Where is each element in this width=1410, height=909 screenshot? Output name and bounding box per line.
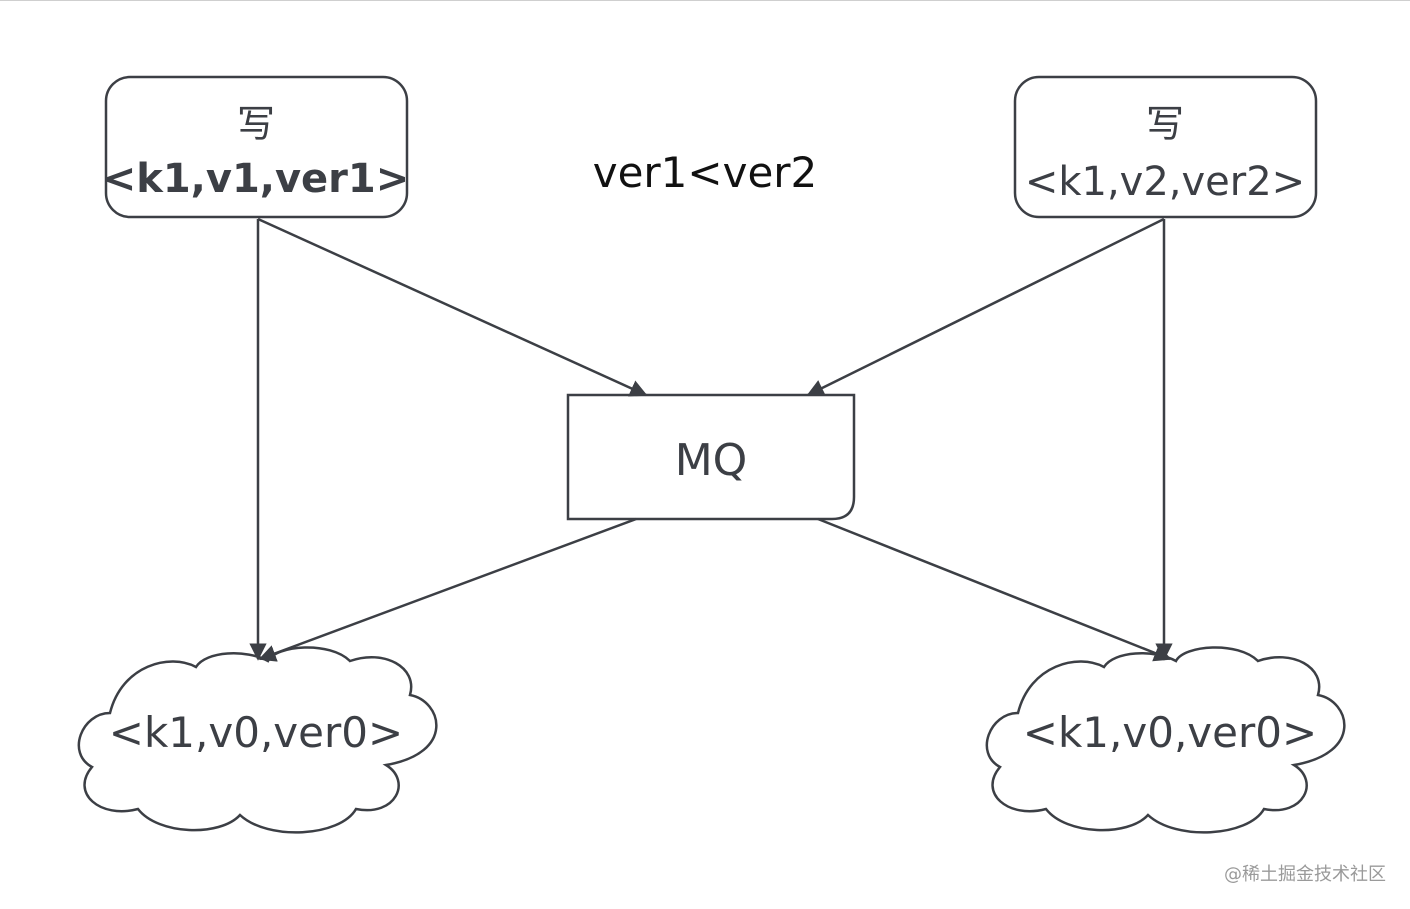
writer-left-tuple: <k1,v1,ver1> bbox=[103, 156, 410, 202]
arrow-writer-left-to-mq bbox=[257, 217, 648, 397]
arrow-writer-right-to-mq bbox=[806, 217, 1165, 397]
store-right-node: <k1,v0,ver0> bbox=[985, 646, 1346, 834]
store-left-label: <k1,v0,ver0> bbox=[109, 708, 403, 757]
mq-label: MQ bbox=[675, 435, 748, 486]
writer-right-box bbox=[1013, 75, 1318, 219]
writer-right-title: 写 bbox=[1146, 102, 1184, 146]
writer-left-title: 写 bbox=[237, 102, 275, 146]
writer-right-tuple: <k1,v2,ver2> bbox=[1025, 159, 1305, 205]
store-right-label: <k1,v0,ver0> bbox=[1023, 708, 1317, 757]
mq-node: MQ bbox=[566, 393, 856, 521]
writer-left-node: 写 <k1,v1,ver1> bbox=[103, 75, 410, 219]
version-note: ver1<ver2 bbox=[593, 148, 818, 197]
writer-left-box bbox=[104, 75, 409, 219]
mq-box bbox=[566, 393, 856, 521]
arrow-mq-to-store-left bbox=[258, 517, 637, 662]
store-left-node: <k1,v0,ver0> bbox=[77, 646, 438, 834]
writer-right-node: 写 <k1,v2,ver2> bbox=[1013, 75, 1318, 219]
store-left-cloud bbox=[77, 646, 438, 834]
arrow-mq-to-store-right bbox=[817, 517, 1172, 662]
watermark: @稀土掘金技术社区 bbox=[1224, 864, 1386, 885]
